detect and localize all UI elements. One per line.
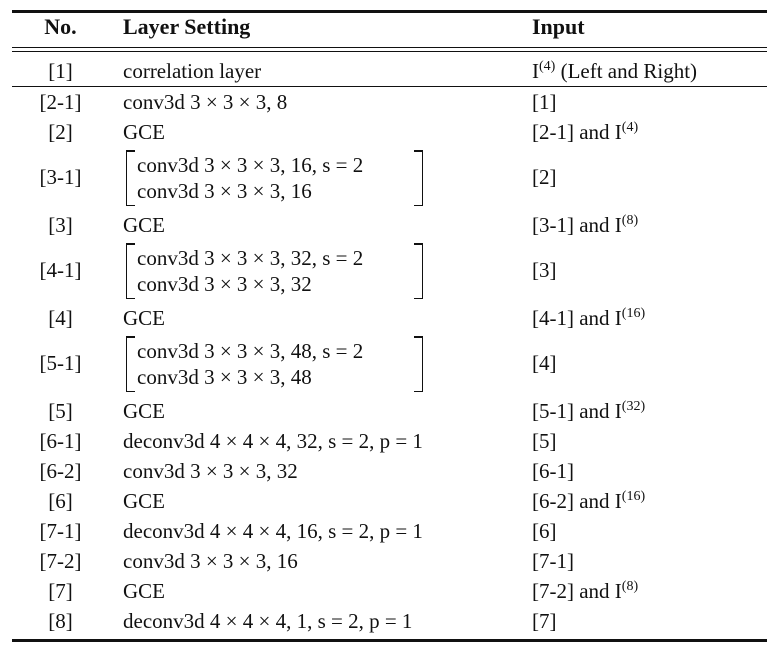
input-text: [3]: [532, 258, 557, 282]
row-number: [7]: [48, 579, 73, 603]
input-superscript: (8): [621, 213, 639, 228]
input-source: [4-1] and I(16): [532, 305, 645, 331]
input-text: [2-1] and I: [532, 120, 622, 144]
row-number: [1]: [48, 59, 73, 83]
input-text: [7]: [532, 609, 557, 633]
layer-setting: GCE: [123, 306, 165, 330]
layer-setting: GCE: [123, 213, 165, 237]
input-superscript: (4): [539, 59, 556, 74]
input-text: [7-2] and I: [532, 579, 622, 603]
layer-setting: correlation layer: [123, 59, 262, 83]
input-source: I(4) (Left and Right): [532, 58, 697, 84]
layer-setting: deconv3d 4 × 4 × 4, 32, s = 2, p = 1: [123, 429, 423, 453]
layer-setting-line-2: conv3d 3 × 3 × 3, 32: [137, 272, 312, 296]
layer-setting: conv3d 3 × 3 × 3, 8: [123, 90, 288, 114]
row-number: [6-2]: [39, 459, 82, 483]
input-source: [6-1]: [532, 458, 574, 484]
bracket-corner: [414, 390, 422, 392]
row-number: [6]: [48, 489, 73, 513]
layer-setting-line-1: conv3d 3 × 3 × 3, 32, s = 2: [137, 246, 364, 270]
matrix-bracket: [126, 336, 423, 392]
input-source: [4]: [532, 350, 557, 376]
input-superscript: (8): [621, 579, 639, 594]
row-number: [3]: [48, 213, 73, 237]
layer-setting-line-1: conv3d 3 × 3 × 3, 16, s = 2: [137, 153, 364, 177]
bracket-corner: [414, 336, 422, 338]
layer-setting: GCE: [123, 399, 165, 423]
input-source: [7-2] and I(8): [532, 578, 638, 604]
row-number: [5]: [48, 399, 73, 423]
input-text: I: [532, 59, 539, 83]
row-number: [7-1]: [39, 519, 82, 543]
header-input: Input: [532, 14, 585, 39]
header-layer-setting: Layer Setting: [123, 14, 251, 39]
input-source: [5-1] and I(32): [532, 398, 645, 424]
layer-setting-line-2: conv3d 3 × 3 × 3, 48: [137, 365, 312, 389]
input-text: [6-2] and I: [532, 489, 622, 513]
input-text: [2]: [532, 165, 557, 189]
input-source: [7]: [532, 608, 557, 634]
input-suffix: (Left and Right): [555, 59, 698, 83]
layer-setting-line-1: conv3d 3 × 3 × 3, 48, s = 2: [137, 339, 364, 363]
input-source: [3-1] and I(8): [532, 212, 638, 238]
input-text: [4-1] and I: [532, 306, 622, 330]
input-text: [6-1]: [532, 459, 574, 483]
layer-setting: GCE: [123, 489, 165, 513]
input-text: [5-1] and I: [532, 399, 622, 423]
layer-setting: conv3d 3 × 3 × 3, 16: [123, 549, 298, 573]
matrix-bracket: [126, 150, 423, 206]
input-source: [2]: [532, 164, 557, 190]
layer-setting: deconv3d 4 × 4 × 4, 1, s = 2, p = 1: [123, 609, 413, 633]
table-top-rule: [12, 10, 767, 13]
input-superscript: (32): [621, 399, 646, 414]
input-superscript: (16): [621, 306, 646, 321]
bracket-corner: [414, 243, 422, 245]
input-source: [7-1]: [532, 548, 574, 574]
input-source: [2-1] and I(4): [532, 119, 638, 145]
layer-setting: GCE: [123, 579, 165, 603]
row-number: [4-1]: [39, 258, 82, 282]
input-superscript: (16): [621, 489, 646, 504]
matrix-bracket: [126, 243, 423, 299]
input-text: [7-1]: [532, 549, 574, 573]
input-text: [6]: [532, 519, 557, 543]
row-number: [7-2]: [39, 549, 82, 573]
bracket-corner: [414, 204, 422, 206]
input-text: [1]: [532, 90, 557, 114]
header-no: No.: [44, 14, 77, 39]
input-source: [6]: [532, 518, 557, 544]
bracket-corner: [414, 297, 422, 299]
header-rule-2: [12, 51, 767, 52]
input-text: [5]: [532, 429, 557, 453]
row-number: [5-1]: [39, 351, 82, 375]
input-superscript: (4): [621, 120, 639, 135]
row-number: [8]: [48, 609, 73, 633]
input-source: [1]: [532, 89, 557, 115]
row-number: [2]: [48, 120, 73, 144]
input-text: [3-1] and I: [532, 213, 622, 237]
layer-setting-line-2: conv3d 3 × 3 × 3, 16: [137, 179, 312, 203]
input-source: [6-2] and I(16): [532, 488, 645, 514]
table-bottom-rule: [12, 639, 767, 642]
layer-setting: deconv3d 4 × 4 × 4, 16, s = 2, p = 1: [123, 519, 423, 543]
section-rule: [12, 86, 767, 87]
input-source: [5]: [532, 428, 557, 454]
row-number: [6-1]: [39, 429, 82, 453]
input-source: [3]: [532, 257, 557, 283]
row-number: [3-1]: [39, 165, 82, 189]
layer-setting: conv3d 3 × 3 × 3, 32: [123, 459, 298, 483]
row-number: [4]: [48, 306, 73, 330]
row-number: [2-1]: [39, 90, 82, 114]
header-rule-1: [12, 47, 767, 48]
input-text: [4]: [532, 351, 557, 375]
bracket-corner: [414, 150, 422, 152]
layer-setting: GCE: [123, 120, 165, 144]
